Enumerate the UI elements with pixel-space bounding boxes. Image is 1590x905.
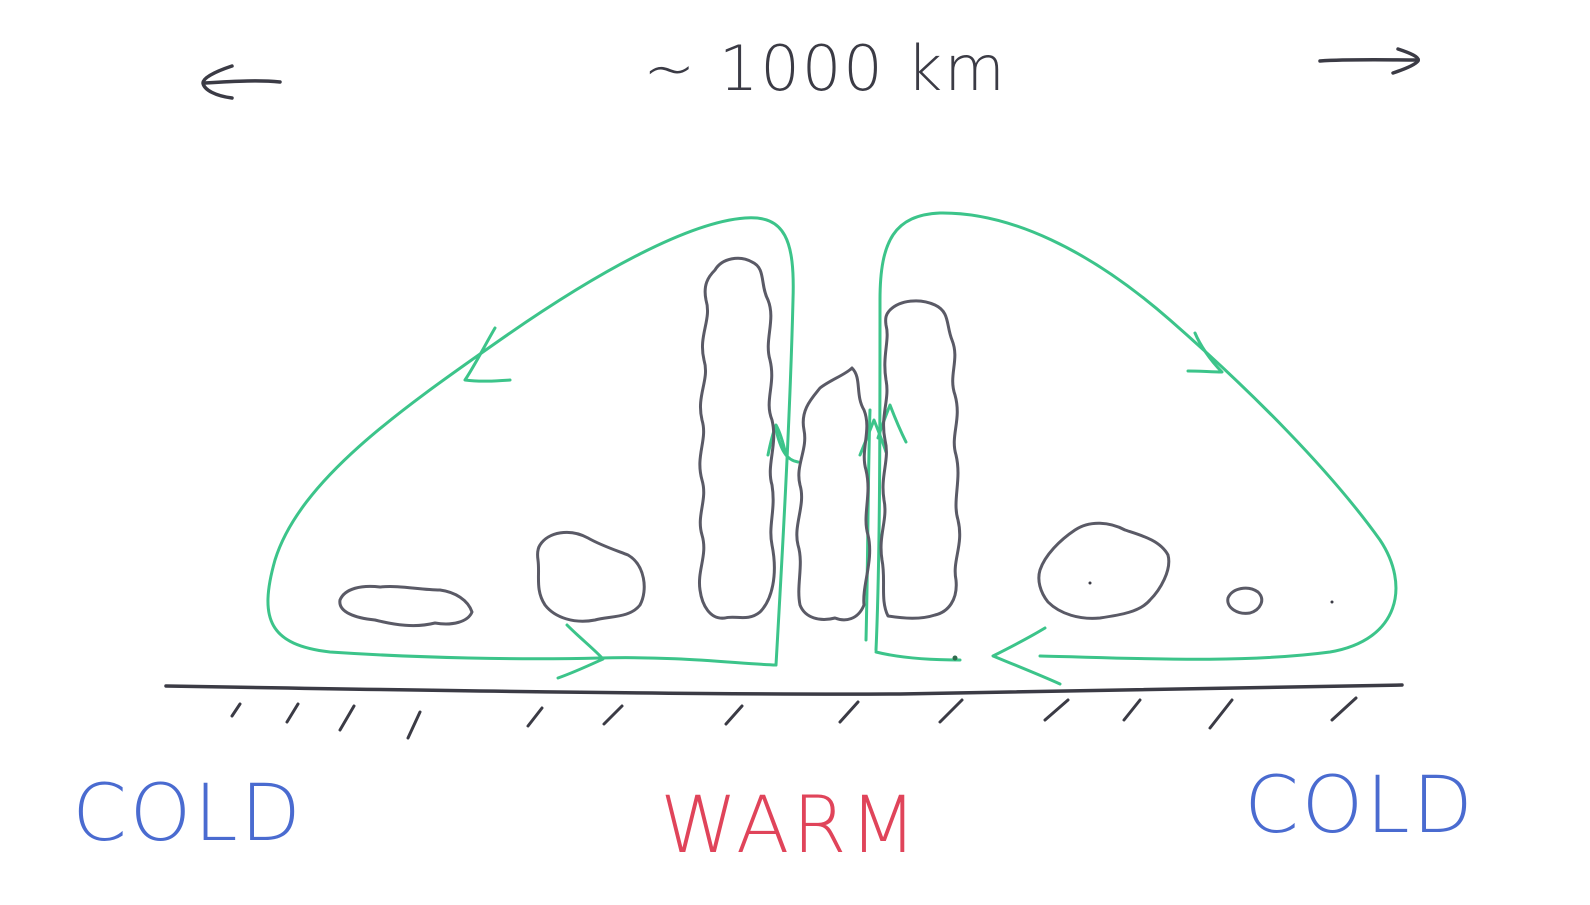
ground-hatching [230,696,1358,740]
scale-annotation [201,47,1420,100]
left-circulation-loop [266,216,795,667]
right-bottom-flow [874,650,962,662]
cloud-tall-right [879,299,962,620]
cloud-tall-left [697,256,776,620]
cloud-center [795,366,872,622]
region-label-right: COLD [1244,761,1475,851]
cloud-tiny-right [1226,586,1264,615]
cloud-medium-left [536,530,646,623]
left-arrow-icon [201,64,282,100]
right-circulation-loop [874,211,1398,661]
right-arrow-icon [1318,47,1420,75]
region-label-center: WARM [660,781,920,871]
ground-surface [164,683,1404,740]
region-label-left: COLD [72,769,303,859]
circulation-loops [266,211,1398,686]
scale-label: ~ 1000 km [643,32,1006,105]
cloud-medium-right [1037,521,1171,620]
clouds [338,256,1334,661]
circulation-arrowhead-icon [463,326,1224,686]
cloud-small-left [338,584,474,628]
ground-line [164,683,1404,696]
